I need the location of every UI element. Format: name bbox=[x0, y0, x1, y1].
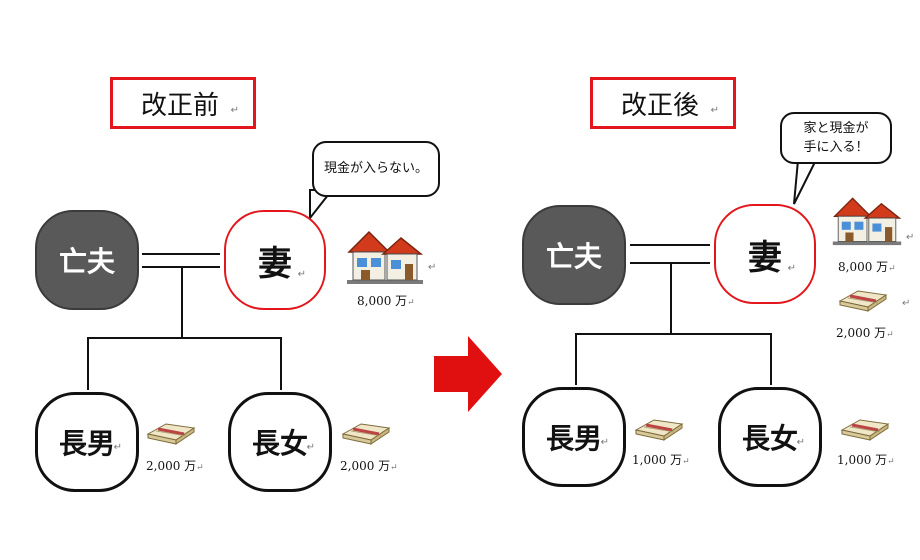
amount-text: 8,000 万 bbox=[357, 294, 408, 308]
house-icon bbox=[347, 230, 424, 284]
speech-bubble-after-line2: 手に入る！ bbox=[803, 140, 869, 155]
return-mark: ↵ bbox=[297, 269, 306, 280]
node-deceased-husband-after: 亡夫 bbox=[522, 205, 626, 305]
amount-text: 8,000 万 bbox=[838, 260, 889, 274]
money-bundle-icon bbox=[838, 290, 888, 312]
title-after-text: 改正後 bbox=[621, 90, 700, 121]
speech-bubble-before-text: 現金が入らない。 bbox=[323, 161, 428, 177]
return-mark: ↵ bbox=[230, 105, 239, 116]
return-mark: ↵ bbox=[113, 442, 122, 453]
money-bundle-icon bbox=[341, 423, 391, 445]
daughter-amount-after: 1,000 万↵ bbox=[837, 453, 895, 467]
title-before: 改正前 ↵ bbox=[110, 77, 256, 129]
return-mark: ↵ bbox=[906, 232, 915, 243]
node-label: 長女 bbox=[251, 427, 308, 460]
house-icon bbox=[832, 197, 902, 246]
title-after: 改正後 ↵ bbox=[590, 77, 736, 129]
tree-branch-after bbox=[575, 333, 772, 335]
speech-bubble-before: 現金が入らない。 bbox=[312, 141, 440, 197]
node-wife-before: 妻 ↵ bbox=[224, 210, 326, 310]
title-before-text: 改正前 bbox=[141, 90, 220, 121]
node-son-before: 長男 ↵ bbox=[35, 392, 139, 492]
node-daughter-after: 長女 ↵ bbox=[718, 387, 822, 487]
tree-stem-after bbox=[670, 262, 672, 333]
wife-cash-amount-after: 2,000 万↵ bbox=[836, 326, 894, 340]
node-wife-after: 妻 ↵ bbox=[714, 204, 816, 304]
tree-left-drop-before bbox=[87, 337, 89, 390]
money-bundle-icon bbox=[840, 419, 890, 441]
wife-house-amount-after: 8,000 万↵ bbox=[838, 260, 896, 274]
node-label: 妻 bbox=[748, 237, 782, 278]
return-mark: ↵ bbox=[306, 442, 315, 453]
node-label: 長男 bbox=[58, 427, 115, 460]
tree-branch-before bbox=[87, 337, 282, 339]
tree-right-drop-before bbox=[280, 337, 282, 390]
return-mark: ↵ bbox=[600, 437, 609, 448]
return-mark: ↵ bbox=[710, 105, 719, 116]
amount-text: 1,000 万 bbox=[837, 453, 888, 467]
son-amount-after: 1,000 万↵ bbox=[632, 453, 690, 467]
wife-amount-before: 8,000 万↵ bbox=[357, 294, 415, 308]
node-label: 長男 bbox=[545, 422, 602, 455]
node-label: 亡夫 bbox=[58, 245, 115, 278]
amount-text: 2,000 万 bbox=[146, 459, 197, 473]
amount-text: 1,000 万 bbox=[632, 453, 683, 467]
node-label: 長女 bbox=[741, 422, 798, 455]
marriage-line-top-after bbox=[630, 244, 710, 246]
node-son-after: 長男 ↵ bbox=[522, 387, 626, 487]
speech-bubble-after-line1: 家と現金が bbox=[803, 120, 869, 136]
marriage-line-top-before bbox=[142, 253, 220, 255]
return-mark: ↵ bbox=[787, 263, 796, 274]
tree-right-drop-after bbox=[770, 333, 772, 385]
return-mark: ↵ bbox=[428, 262, 437, 273]
node-label: 妻 bbox=[258, 243, 292, 284]
node-deceased-husband-before: 亡夫 bbox=[35, 210, 139, 310]
tree-left-drop-after bbox=[575, 333, 577, 385]
amount-text: 2,000 万 bbox=[340, 459, 391, 473]
speech-bubble-after: 家と現金が 手に入る！ bbox=[780, 112, 892, 164]
son-amount-before: 2,000 万↵ bbox=[146, 459, 204, 473]
money-bundle-icon bbox=[146, 423, 196, 445]
daughter-amount-before: 2,000 万↵ bbox=[340, 459, 398, 473]
amount-text: 2,000 万 bbox=[836, 326, 887, 340]
return-mark: ↵ bbox=[796, 437, 805, 448]
return-mark: ↵ bbox=[902, 298, 911, 309]
node-daughter-before: 長女 ↵ bbox=[228, 392, 332, 492]
money-bundle-icon bbox=[634, 419, 684, 441]
node-label: 亡夫 bbox=[545, 240, 602, 273]
arrow-right-icon bbox=[434, 336, 502, 412]
tree-stem-before bbox=[181, 267, 183, 338]
